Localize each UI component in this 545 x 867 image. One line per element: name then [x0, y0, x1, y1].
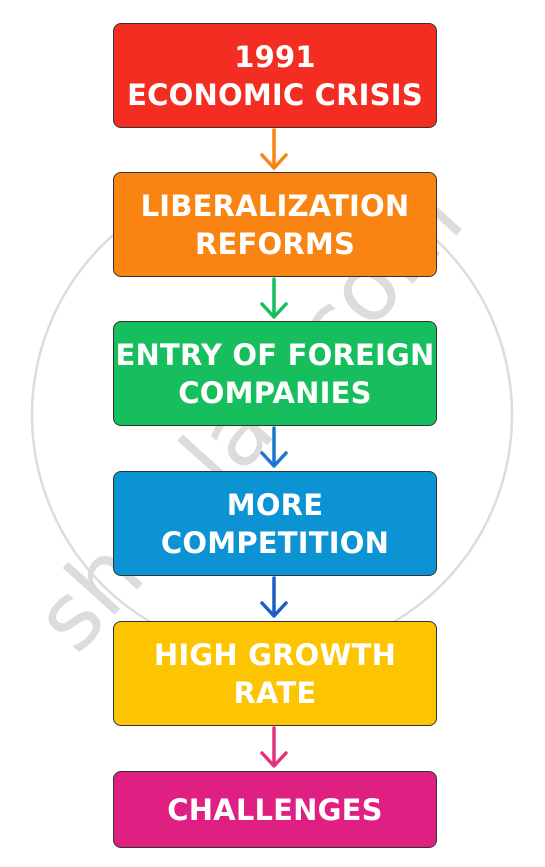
step-high-growth-rate: HIGH GROWTH RATE	[113, 621, 437, 726]
step-liberalization-reforms-line-1: LIBERALIZATION	[140, 188, 410, 223]
step-more-competition: MORE COMPETITION	[113, 471, 437, 576]
step-liberalization-reforms-line-2: REFORMS	[194, 226, 356, 261]
step-economic-crisis: 1991 ECONOMIC CRISIS	[113, 23, 437, 128]
step-high-growth-rate-line-1: HIGH GROWTH	[153, 637, 397, 672]
arrow-2	[260, 277, 288, 319]
arrow-4	[260, 576, 288, 618]
arrow-3	[260, 426, 288, 468]
step-liberalization-reforms: LIBERALIZATION REFORMS	[113, 172, 437, 277]
step-more-competition-line-1: MORE	[226, 487, 324, 522]
step-high-growth-rate-line-2: RATE	[233, 675, 317, 710]
arrow-1	[260, 128, 288, 170]
step-entry-of-foreign-companies-line-2: COMPANIES	[178, 375, 372, 410]
step-entry-of-foreign-companies: ENTRY OF FOREIGN COMPANIES	[113, 321, 437, 426]
step-economic-crisis-line-1: 1991	[234, 39, 316, 74]
step-challenges: CHALLENGES	[113, 771, 437, 848]
arrow-5	[260, 726, 288, 768]
step-challenges-line-1: CHALLENGES	[167, 792, 383, 827]
step-more-competition-line-2: COMPETITION	[160, 525, 390, 560]
step-economic-crisis-line-2: ECONOMIC CRISIS	[127, 77, 423, 112]
step-entry-of-foreign-companies-line-1: ENTRY OF FOREIGN	[115, 337, 435, 372]
